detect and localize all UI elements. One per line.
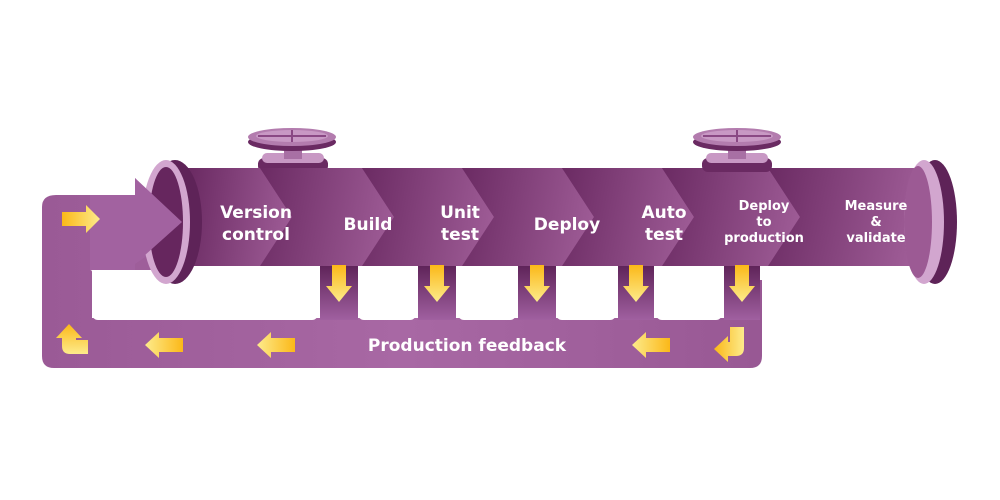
feedback-gaps [92,272,722,320]
stage-label-deploy: Deploy [534,215,600,235]
inlet-arrow-tip [135,178,182,264]
arrow-down-icon [524,265,550,302]
arrow-turn-left-icon [714,327,744,362]
down-arrows [326,265,755,302]
arrow-down-icon [326,265,352,302]
flange-right [904,160,957,284]
arrow-turn-up-icon [56,324,88,354]
arrow-left-icon [632,332,670,358]
feedback-arrows [56,205,744,362]
arrow-left-icon [257,332,295,358]
arrow-right-icon [62,205,100,233]
stage-chevron-measure-validate [768,168,915,266]
stage-chevron-auto-test [562,168,694,266]
stage-chevron-version-control [190,168,292,266]
feedback-loop [42,195,762,368]
feedback-label: Production feedback [368,336,567,356]
arrow-down-icon [729,265,755,302]
valve-left [248,128,336,172]
stage-chevron-deploy-to-production [662,168,800,266]
stage-chevron-deploy [462,168,594,266]
stage-chevron-build [260,168,394,266]
arrow-left-icon [145,332,183,358]
stage-chevron-unit-test [362,168,494,266]
stage-chevrons [190,168,915,266]
stage-label-measure-validate: Measure&validate [845,199,908,246]
arrow-down-icon [424,265,450,302]
arrow-down-icon [623,265,649,302]
valve-right [693,128,781,172]
stage-label-build: Build [344,215,393,235]
